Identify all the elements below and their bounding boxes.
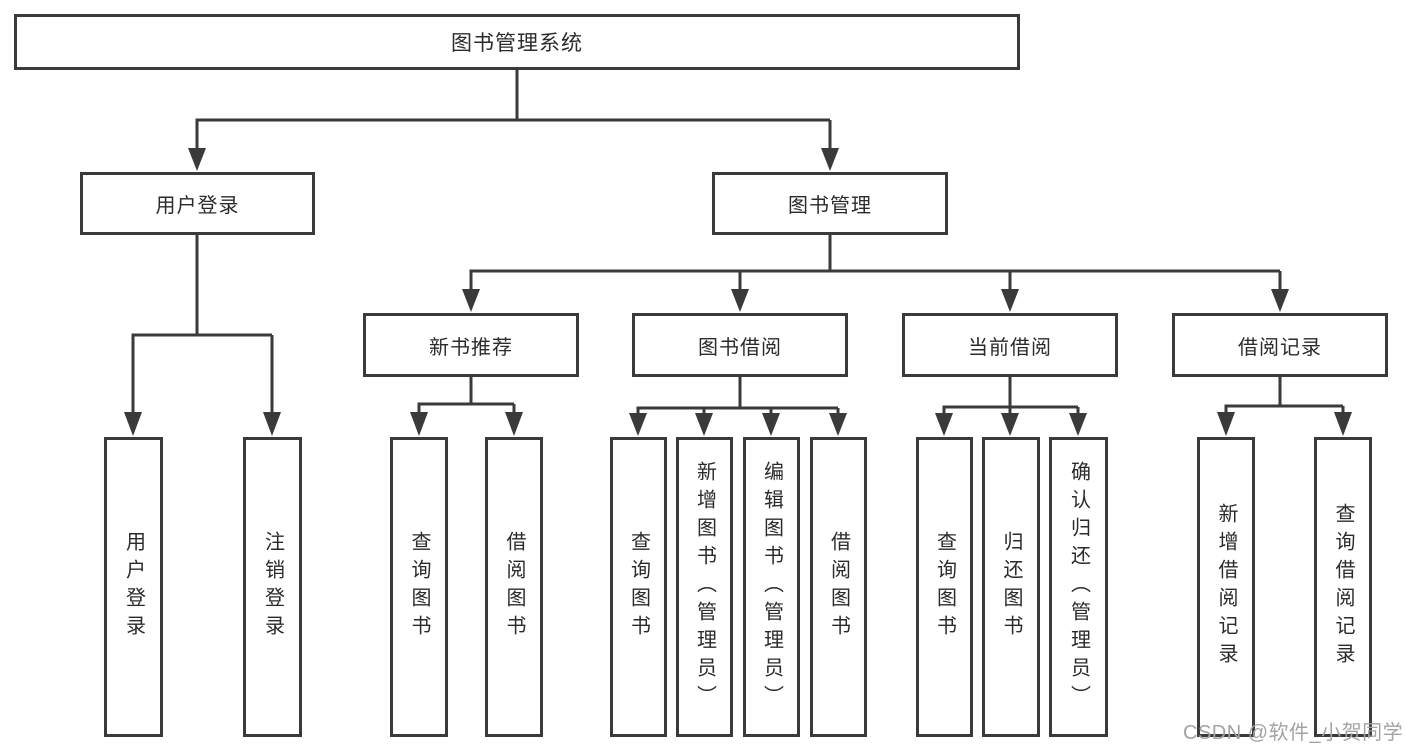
arrow-down-icon (629, 413, 647, 436)
arrow-down-icon (1217, 412, 1235, 436)
node-book-management: 图书管理 (712, 172, 948, 235)
node-leaf-recommend-query-books: 查询图书 (390, 437, 448, 737)
node-label: 用户登录 (122, 531, 145, 643)
node-label: 借阅图书 (503, 531, 525, 643)
node-label: 归还图书 (1000, 531, 1022, 643)
arrow-down-icon (410, 412, 428, 436)
arrow-down-icon (731, 289, 749, 312)
arrow-down-icon (762, 413, 780, 436)
csdn-watermark: CSDN @软件_小贺同学 (1183, 722, 1404, 744)
node-label: 确认归还（管理员） (1067, 461, 1090, 713)
node-label: 编辑图书（管理员） (760, 461, 783, 713)
arrow-down-icon (462, 289, 480, 312)
arrow-down-icon (1271, 289, 1289, 312)
node-leaf-return-books: 归还图书 (982, 437, 1040, 737)
node-leaf-query-borrow-record: 查询借阅记录 (1314, 437, 1372, 737)
node-leaf-confirm-return-admin: 确认归还（管理员） (1049, 437, 1108, 737)
node-book-borrow: 图书借阅 (632, 313, 848, 377)
node-new-book-recommend: 新书推荐 (363, 313, 579, 377)
node-label: 新增借阅记录 (1215, 503, 1237, 671)
node-leaf-user-login: 用户登录 (104, 437, 163, 737)
node-label: 新书推荐 (429, 336, 513, 359)
node-leaf-add-borrow-record: 新增借阅记录 (1197, 437, 1255, 737)
node-leaf-borrow-books: 借阅图书 (810, 437, 867, 737)
node-label: 当前借阅 (968, 336, 1052, 359)
node-label: 查询图书 (627, 531, 650, 643)
arrow-down-icon (829, 413, 847, 436)
arrow-down-icon (505, 412, 523, 436)
connector-new-book-recommend (417, 377, 516, 414)
node-leaf-add-books-admin: 新增图书（管理员） (676, 437, 733, 737)
arrow-down-icon (263, 412, 281, 436)
node-borrow-records: 借阅记录 (1172, 313, 1388, 377)
node-label: 查询图书 (933, 531, 956, 643)
connector-current-borrow (942, 377, 1080, 414)
arrow-down-icon (821, 148, 839, 171)
connector-book-borrow (636, 377, 840, 414)
connector-borrow-records (1224, 377, 1345, 414)
node-leaf-current-query-books: 查询图书 (916, 437, 973, 737)
node-label: 图书管理 (788, 195, 872, 217)
node-root-system: 图书管理系统 (14, 14, 1020, 70)
node-leaf-recommend-borrow-books: 借阅图书 (485, 437, 543, 737)
arrow-down-icon (1001, 413, 1019, 436)
node-leaf-logout: 注销登录 (243, 437, 302, 737)
arrow-down-icon (1334, 412, 1352, 436)
arrow-down-icon (1001, 289, 1019, 312)
node-label: 借阅记录 (1238, 336, 1322, 359)
arrow-down-icon (935, 413, 953, 436)
arrow-down-icon (1069, 413, 1087, 436)
arrow-down-icon (695, 413, 713, 436)
arrow-down-icon (188, 148, 206, 171)
node-user-login: 用户登录 (80, 172, 315, 235)
node-label: 查询借阅记录 (1332, 503, 1354, 671)
connector-user-login (131, 235, 274, 414)
connector-root (195, 70, 832, 150)
node-label: 新增图书（管理员） (693, 461, 716, 713)
node-current-borrow: 当前借阅 (902, 313, 1118, 377)
node-leaf-borrow-query-books: 查询图书 (610, 437, 667, 737)
arrow-down-icon (124, 412, 142, 436)
node-label: 注销登录 (261, 531, 284, 643)
node-label: 用户登录 (155, 195, 240, 217)
node-label: 借阅图书 (827, 531, 850, 643)
connector-book-management (469, 235, 1282, 290)
node-label: 图书管理系统 (451, 32, 583, 55)
node-label: 查询图书 (408, 531, 430, 643)
node-leaf-edit-books-admin: 编辑图书（管理员） (743, 437, 800, 737)
node-label: 图书借阅 (698, 336, 782, 359)
